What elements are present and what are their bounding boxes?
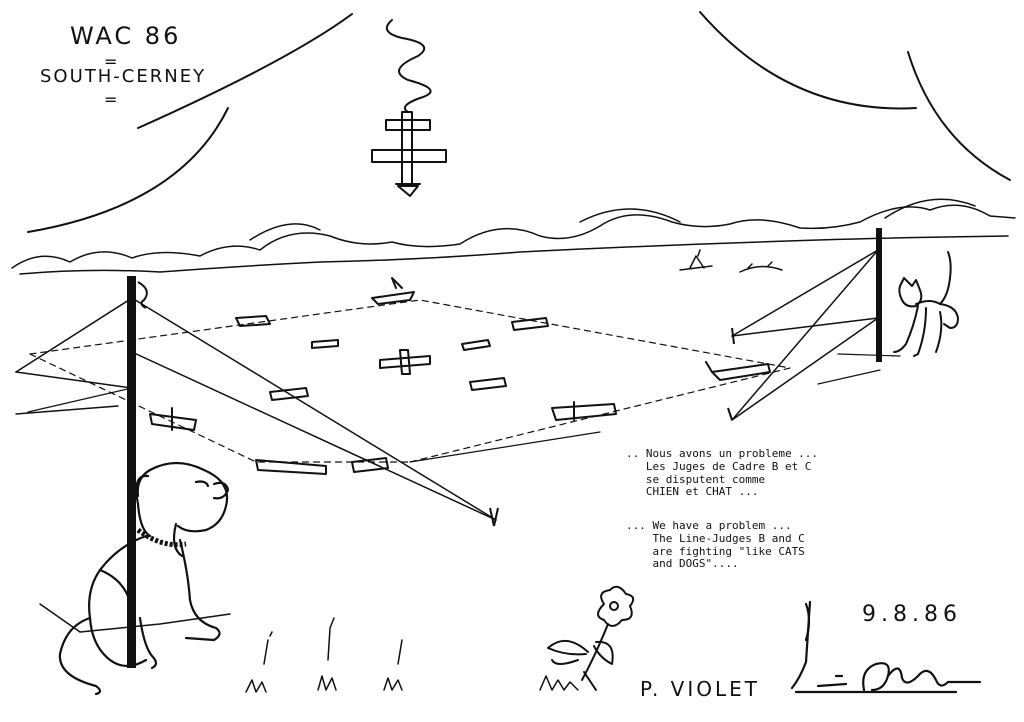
far-figure-2 [739,261,783,273]
marker-top [371,277,415,305]
caption-english-line: and DOGS".... [626,557,739,571]
date-label: 9.8.86 [862,602,962,627]
box-line-front [15,405,119,415]
title-underline-1: = [104,52,120,71]
sight-line-2 [131,351,497,521]
marker-lower-left [269,387,309,401]
pole-icon [127,276,148,668]
right-sight-2 [731,249,879,421]
caption-english: ... We have a problem ... The Line-Judge… [626,519,805,571]
right-ground-1 [817,369,881,385]
caption-french-line: .. Nous avons un probleme ... [626,447,819,460]
grass-tuft-3 [317,675,337,691]
right-field-mark [727,327,735,421]
sight-line-3 [15,297,133,373]
dog-icon [58,461,230,696]
sight-line-4 [15,371,133,389]
grass-tuft-6 [397,639,403,665]
marker-lower-right [469,377,507,391]
marker-upper-right [511,317,549,331]
sky-arc-right-lower [907,51,1011,181]
flower-icon [547,585,635,691]
grass-tuft-1 [245,679,267,693]
right-sight-1 [731,249,879,337]
marker-right-mid [461,339,491,351]
grass-tuft-5 [383,677,403,691]
right-sight-4 [731,317,879,421]
caption-english-line: are fighting "like CATS [626,544,805,558]
ground-line [39,603,231,633]
marker-upper-left [235,315,271,327]
caption-english-line: The Line-Judges B and C [626,531,805,545]
title-location: SOUTH-CERNEY [40,66,207,87]
right-sight-3 [731,317,879,337]
author-name: P. VIOLET [640,677,760,701]
sight-line-5 [27,387,133,413]
caption-french-line: se disputent comme [626,472,766,486]
horizon-hills [11,204,1016,269]
horizon-ground [19,235,1009,275]
marker-front-mid [255,457,389,475]
sight-line-6 [409,431,601,463]
far-figure-1 [679,249,713,271]
signature-icon [790,600,982,694]
caption-french-line: CHIEN et CHAT ... [626,485,759,499]
sky-arc-left [137,13,353,129]
box-line-left [29,299,791,369]
right-pole-icon [876,228,882,362]
sky-arc-right [699,11,917,110]
marker-front-right [551,401,617,421]
right-ground-2 [837,353,901,357]
sight-line-1 [131,297,497,521]
grass-tuft-2 [263,631,273,665]
title-wac: WAC 86 [70,22,182,50]
marker-left-corner [149,407,197,431]
sky-arc-left-lower [27,107,229,233]
marker-center-cross [379,349,431,375]
dog-collar [136,527,187,548]
grass-tuft-4 [327,617,335,661]
marker-right-corner [705,361,771,381]
grass-tuft-7 [539,675,579,691]
caption-english-line: ... We have a problem ... [626,519,792,532]
horizon-hills-2 [249,198,976,241]
sight-pole-marker [489,507,499,527]
caption-french-line: Les Juges de Cadre B et C [626,459,812,473]
airplane-icon [371,19,447,197]
marker-left-mid [311,339,339,349]
title-underline-2: = [104,90,120,109]
cat-icon [893,251,959,357]
caption-french: .. Nous avons un probleme ... Les Juges … [626,447,819,499]
